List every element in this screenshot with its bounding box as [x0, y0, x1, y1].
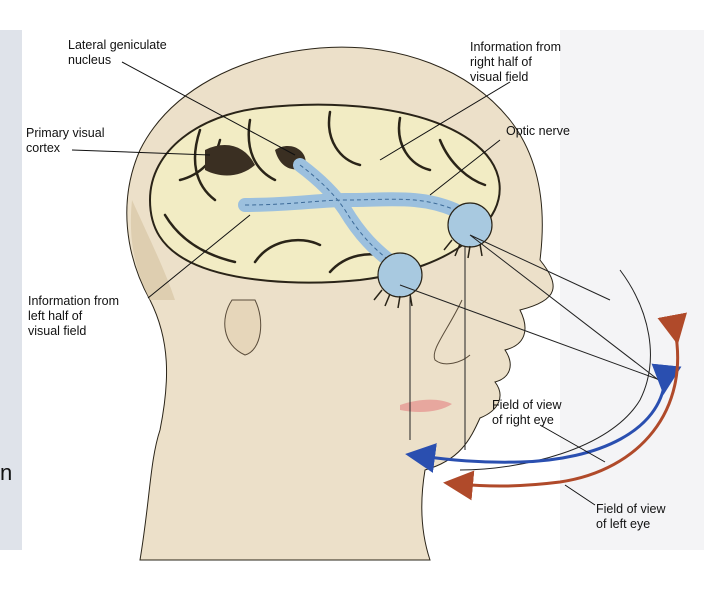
cropped-edge-glyph: n — [0, 460, 13, 485]
label-lateral-geniculate-nucleus: Lateral geniculate nucleus — [68, 38, 167, 67]
ear — [224, 299, 262, 356]
label-primary-visual-cortex: Primary visual cortex — [26, 126, 105, 155]
label-right-visual-field-info: Information from right half of visual fi… — [470, 40, 562, 84]
left-eyelashes — [373, 289, 413, 309]
head-shadow — [130, 200, 175, 300]
page-background-strip — [560, 30, 704, 550]
label-field-of-view-left-eye: Field of view of left eye — [596, 502, 666, 531]
label-left-visual-field-info: Information from left half of visual fie… — [28, 294, 120, 338]
right-eye — [447, 202, 493, 248]
cortex-folds — [205, 145, 306, 176]
leader-lines — [71, 61, 606, 506]
label-optic-nerve: Optic nerve — [506, 124, 570, 138]
optic-tract-dashes — [244, 164, 456, 266]
right-eyelashes — [443, 239, 483, 259]
label-field-of-view-right-eye: Field of view of right eye — [492, 398, 562, 427]
left-eye-field-arc — [443, 312, 687, 501]
page-edge-strip — [0, 30, 22, 550]
